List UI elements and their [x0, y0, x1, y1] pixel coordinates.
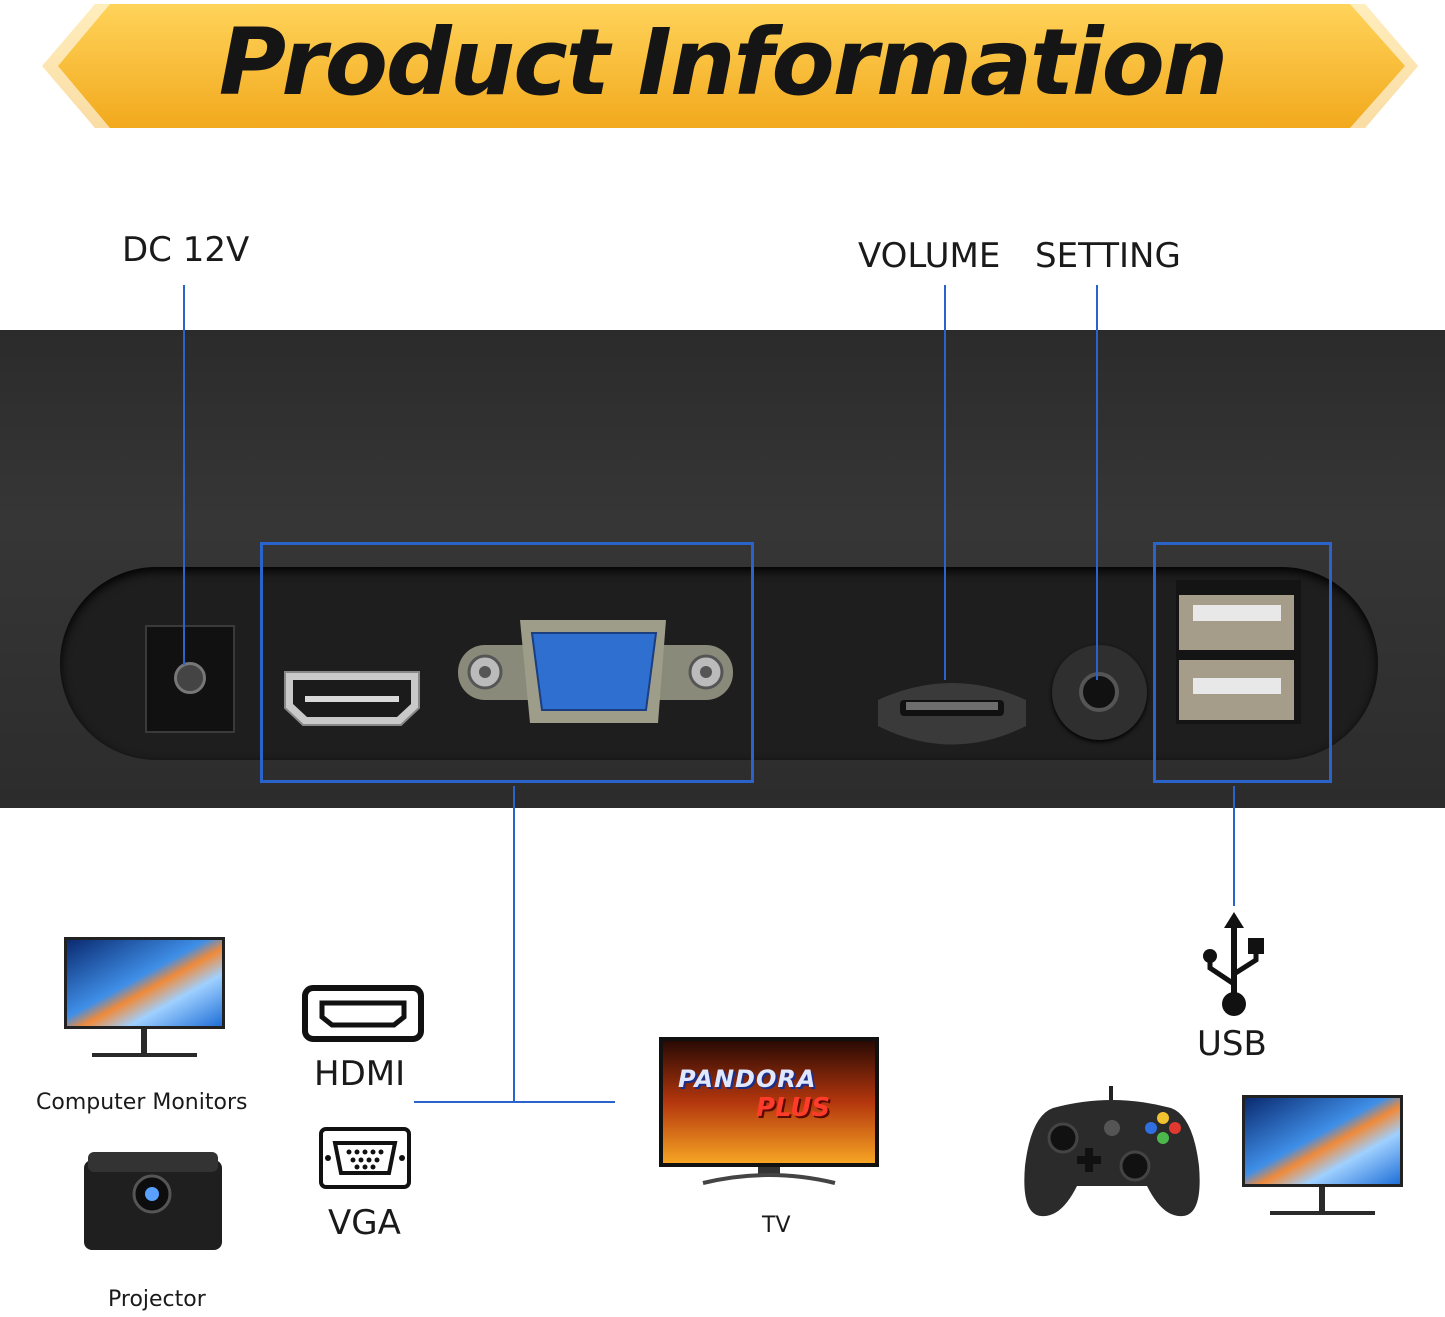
- vga-port: [458, 615, 733, 730]
- hdmi-vga-highlight: [260, 542, 754, 783]
- hdmi-port: [283, 670, 421, 727]
- vga-icon: [319, 1127, 411, 1189]
- av-leader-vertical: [513, 786, 515, 1103]
- setting-leader: [1096, 285, 1098, 680]
- volume-leader: [944, 285, 946, 680]
- tv-icon: PANDORA PLUS: [658, 1035, 880, 1187]
- dc-leader: [183, 285, 185, 665]
- setting-button: [1052, 645, 1147, 740]
- label-hdmi: HDMI: [314, 1054, 406, 1094]
- page-title: Product Information: [218, 9, 1229, 116]
- label-monitors: Computer Monitors: [36, 1090, 248, 1115]
- label-volume: VOLUME: [858, 236, 1001, 276]
- dc-jack-port: [145, 625, 235, 733]
- usb-ports: [1176, 580, 1301, 724]
- usb-icon: [1198, 912, 1270, 1020]
- tv-screen-subtitle: PLUS: [756, 1093, 831, 1123]
- usb-highlight: [1153, 542, 1332, 783]
- label-projector: Projector: [108, 1287, 206, 1312]
- label-setting: SETTING: [1035, 236, 1181, 276]
- title-banner: Product Information: [0, 0, 1445, 135]
- label-vga: VGA: [328, 1203, 401, 1243]
- banner-shape: [40, 4, 1418, 128]
- volume-wheel: [878, 678, 1026, 753]
- av-leader-horizontal: [414, 1101, 615, 1103]
- hdmi-icon: [302, 985, 424, 1042]
- label-usb: USB: [1197, 1024, 1267, 1064]
- gamepad-icon: [1023, 1086, 1201, 1221]
- monitor-icon-right: [1240, 1093, 1405, 1218]
- tv-screen-title: PANDORA: [678, 1065, 817, 1093]
- projector-icon: [82, 1150, 224, 1252]
- usb-leader: [1233, 786, 1235, 906]
- monitor-icon: [62, 935, 227, 1060]
- label-dc: DC 12V: [122, 230, 250, 270]
- label-tv: TV: [762, 1213, 791, 1238]
